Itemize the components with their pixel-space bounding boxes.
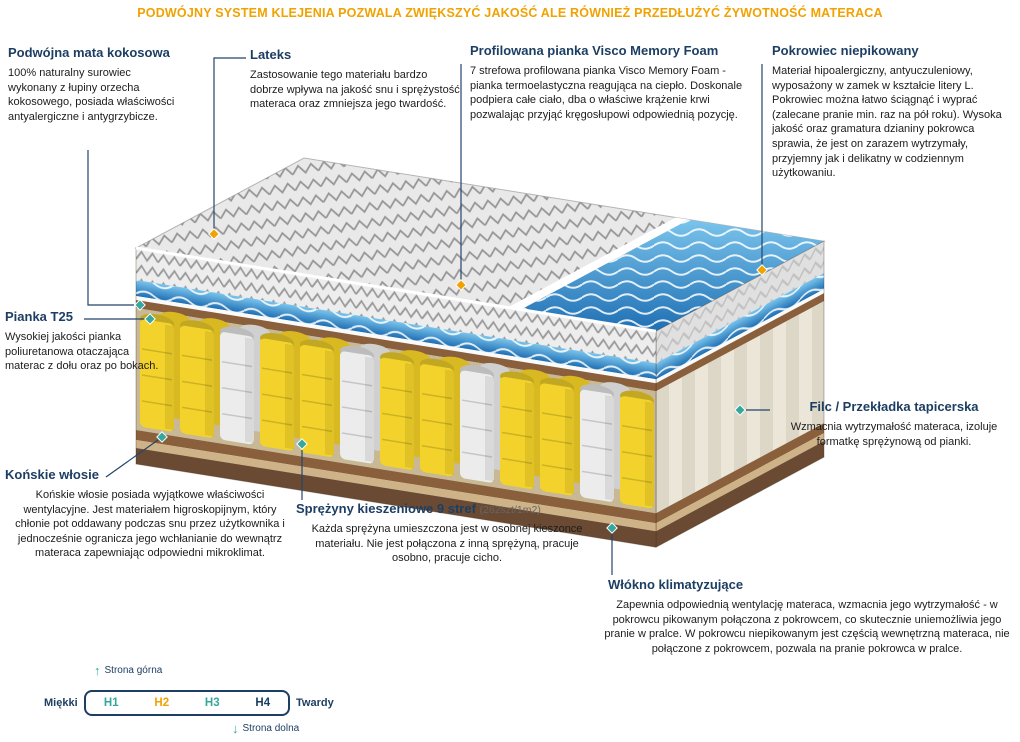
arrow-down-icon: ↓ — [232, 721, 239, 736]
section-heading: Pokrowiec niepikowany — [772, 43, 919, 58]
hardness-level-h1: H1 — [103, 697, 119, 709]
section-body: Wysokiej jakości pianka poliuretanowa ot… — [5, 330, 159, 373]
layer-base-foam — [136, 448, 656, 548]
hardness-scale: H1 H2 H3 H4 — [84, 690, 290, 716]
section-pianka-t25: Pianka T25 Wysokiej jakości pianka poliu… — [5, 309, 170, 374]
section-visco-memory-foam: Profilowana pianka Visco Memory Foam 7 s… — [470, 43, 746, 122]
section-body: Zapewnia odpowiednią wentylację materaca… — [604, 598, 1010, 655]
section-body: Wzmacnia wytrzymałość materaca, izoluje … — [790, 420, 998, 448]
layer-front-face — [135, 247, 657, 548]
section-body: 7 strefowa profilowana pianka Visco Memo… — [470, 64, 743, 121]
section-body: Każda sprężyna umieszczona jest w osobne… — [311, 522, 583, 565]
layer-felt — [136, 440, 656, 532]
section-podwojna-mata: Podwójna mata kokosowa 100% naturalny su… — [8, 45, 180, 124]
section-heading: Filc / Przekładka tapicerska — [809, 399, 979, 414]
section-konskie-wlosie: Końskie włosie Końskie włosie posiada wy… — [5, 467, 295, 561]
section-heading: Profilowana pianka Visco Memory Foam — [470, 43, 719, 58]
section-heading: Podwójna mata kokosowa — [8, 45, 170, 60]
section-heading: Końskie włosie — [5, 467, 99, 482]
section-heading: Lateks — [250, 47, 292, 62]
section-lateks: Lateks Zastosowanie tego materiału bardz… — [250, 47, 462, 112]
section-wlokno-klimatyzujace: Włókno klimatyzujące Zapewnia odpowiedni… — [598, 577, 1016, 656]
top-banner-text: PODWÓJNY SYSTEM KLEJENIA POZWALA ZWIĘKSZ… — [137, 6, 883, 20]
hardness-level-h4: H4 — [255, 697, 271, 709]
section-heading: Sprężyny kieszeniowe 9 stref (262szt/1m2… — [296, 501, 541, 516]
arrow-up-icon: ↑ — [94, 663, 101, 678]
section-heading: Włókno klimatyzujące — [608, 577, 744, 592]
section-body: Materiał hipoalergiczny, antyuczuleniowy… — [772, 64, 1002, 180]
section-pokrowiec: Pokrowiec niepikowany Materiał hipoalerg… — [772, 43, 1016, 181]
layer-coconut-mat-top — [136, 300, 656, 392]
section-body: Końskie włosie posiada wyjątkowe właściw… — [15, 488, 285, 560]
layer-top-surface — [134, 157, 826, 332]
bottom-side-indicator: ↓ Strona dolna — [232, 722, 299, 735]
section-body: Zastosowanie tego materiału bardzo dobrz… — [250, 68, 460, 111]
section-filc: Filc / Przekładka tapicerska Wzmacnia wy… — [772, 399, 1016, 449]
layer-coconut-mat-bottom — [136, 430, 656, 524]
bottom-side-label: Strona dolna — [242, 723, 300, 734]
hard-label: Twardy — [296, 697, 334, 709]
section-heading: Pianka T25 — [5, 309, 73, 324]
top-side-label: Strona górna — [104, 665, 163, 676]
soft-label: Miękki — [44, 697, 78, 709]
section-body: 100% naturalny surowiec wykonany z łupin… — [8, 66, 175, 123]
springs-count-note: (262szt/1m2) — [479, 504, 541, 516]
hardness-level-h2: H2 — [154, 697, 170, 709]
mattress-illustration — [134, 157, 826, 548]
cover-edge — [135, 246, 657, 333]
section-sprezyny: Sprężyny kieszeniowe 9 stref (262szt/1m2… — [296, 501, 598, 566]
hardness-level-h3: H3 — [204, 697, 220, 709]
top-side-indicator: ↑ Strona górna — [94, 664, 162, 677]
